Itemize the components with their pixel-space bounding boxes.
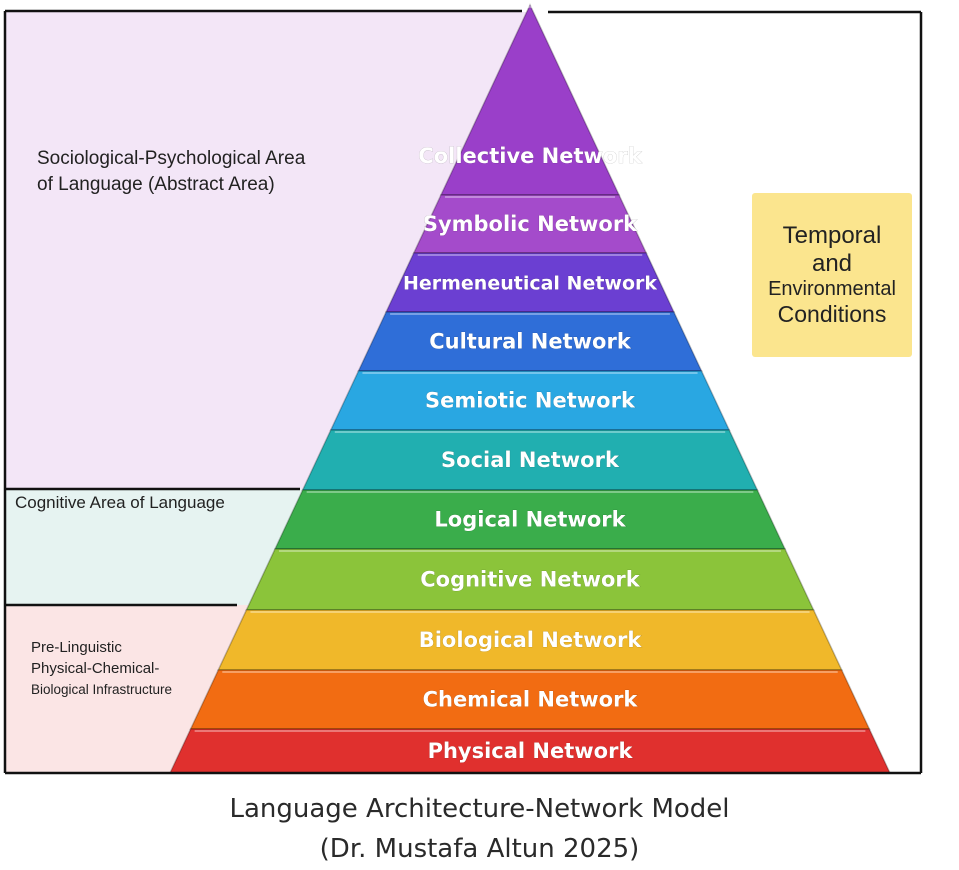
temporal-conditions-box: Temporal and Environmental Conditions (752, 193, 912, 357)
area-label-line: Sociological-Psychological Area (37, 148, 306, 169)
area-label-line: of Language (Abstract Area) (37, 174, 275, 195)
layer-label: Logical Network (434, 508, 626, 532)
layer-label: Social Network (441, 448, 620, 472)
diagram-title: Language Architecture-Network Model (229, 794, 730, 824)
sociological-area-label: Sociological-Psychological Area of Langu… (37, 146, 305, 198)
area-background (5, 489, 304, 605)
temporal-line: Environmental (768, 278, 896, 300)
layer-label: Chemical Network (423, 688, 639, 712)
layer-label: Semiotic Network (425, 389, 636, 413)
temporal-line: and (811, 250, 853, 277)
area-label-line: Physical-Chemical- (31, 660, 160, 677)
layer-label: Hermeneutical Network (403, 273, 657, 295)
layer-label: Collective Network (418, 144, 642, 168)
diagram-subtitle: (Dr. Mustafa Altun 2025) (319, 834, 640, 864)
layer-label: Physical Network (428, 739, 634, 763)
prelinguistic-area-label: Pre-Linguistic Physical-Chemical- Biolog… (31, 637, 172, 700)
temporal-line: Temporal (782, 222, 882, 249)
temporal-line: Conditions (777, 301, 887, 327)
area-label-line: Biological Infrastructure (31, 682, 173, 697)
layer-label: Symbolic Network (423, 212, 638, 236)
layer-label: Biological Network (419, 628, 643, 652)
area-background (5, 605, 249, 773)
cognitive-area-label: Cognitive Area of Language (15, 493, 225, 512)
area-label-line: Pre-Linguistic (31, 639, 122, 656)
layer-label: Cognitive Network (420, 568, 641, 592)
area-background (5, 12, 527, 489)
layer-label: Cultural Network (429, 330, 632, 354)
